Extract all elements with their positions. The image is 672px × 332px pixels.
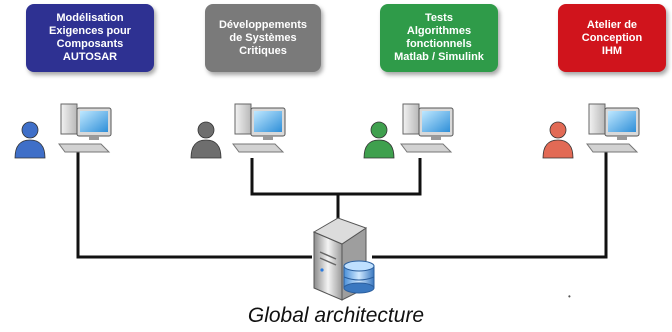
database-icon [343,260,375,294]
workstation-2 [232,103,286,153]
gray-user-icon [190,121,222,159]
green-user-icon [363,121,395,159]
box-matlab-simulink-tests: Tests Algorithmes fonctionnels Matlab / … [380,4,498,72]
computer-icon [400,103,454,153]
box-label: Tests Algorithmes fonctionnels Matlab / … [394,12,484,63]
network-lines [76,150,608,259]
workstation-3 [400,103,454,153]
workstation-1 [58,103,112,153]
diagram-caption: Global architecture [247,304,425,327]
box-label: Développements de Systèmes Critiques [218,18,308,57]
line-workstation-4 [372,150,608,259]
computer-icon [586,103,640,153]
stray-dot: • [568,292,571,301]
line-workstations-2-3 [250,158,422,196]
blue-user-icon [14,121,46,159]
computer-icon [232,103,286,153]
box-label: Modélisation Exigences pour Composants A… [49,12,131,63]
workstation-4 [586,103,640,153]
box-label: Atelier de Conception IHM [581,18,643,57]
box-autosar-modeling: Modélisation Exigences pour Composants A… [26,4,154,72]
box-critical-systems: Développements de Systèmes Critiques [205,4,321,72]
box-hmi-design: Atelier de Conception IHM [558,4,666,72]
red-user-icon [542,121,574,159]
computer-icon [58,103,112,153]
line-workstation-1 [76,150,312,259]
